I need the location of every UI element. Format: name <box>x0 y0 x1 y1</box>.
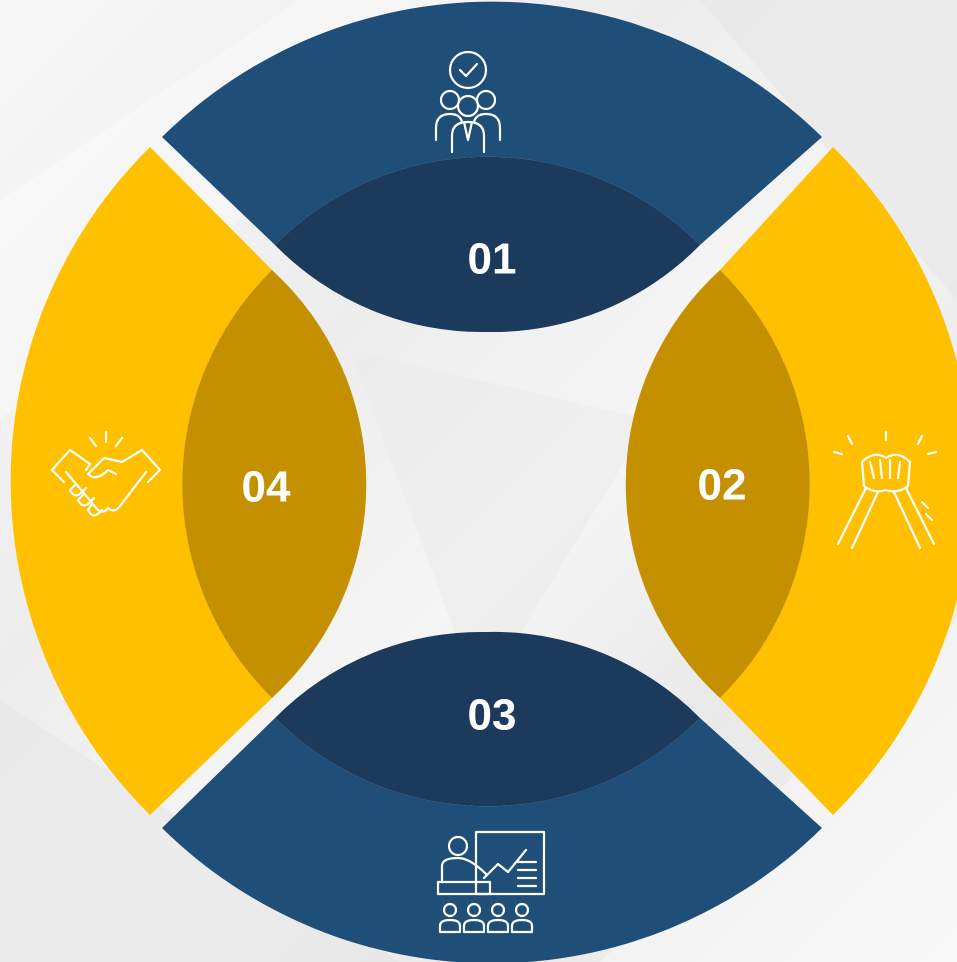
segment-04-band <box>10 147 272 815</box>
presentation-icon <box>436 830 546 934</box>
handshake-icon <box>50 430 162 517</box>
segment-03-number: 03 <box>468 691 517 740</box>
segment-01: 01 <box>162 1 822 333</box>
segment-04: 04 <box>10 147 367 815</box>
segment-04-number: 04 <box>242 463 291 512</box>
segment-01-band <box>162 1 822 246</box>
segment-03: 03 <box>162 631 822 962</box>
segment-01-number: 01 <box>468 235 517 284</box>
segment-02: 02 <box>625 147 957 815</box>
segment-03-overlap <box>275 631 700 807</box>
segment-02-band <box>720 147 957 815</box>
team-approval-icon <box>434 50 502 154</box>
segment-01-overlap <box>275 156 700 333</box>
segment-03-band <box>162 718 822 962</box>
segment-02-overlap <box>625 270 810 698</box>
arm-wrestling-icon <box>832 430 938 550</box>
segment-04-overlap <box>182 270 367 698</box>
segment-02-number: 02 <box>698 461 747 510</box>
